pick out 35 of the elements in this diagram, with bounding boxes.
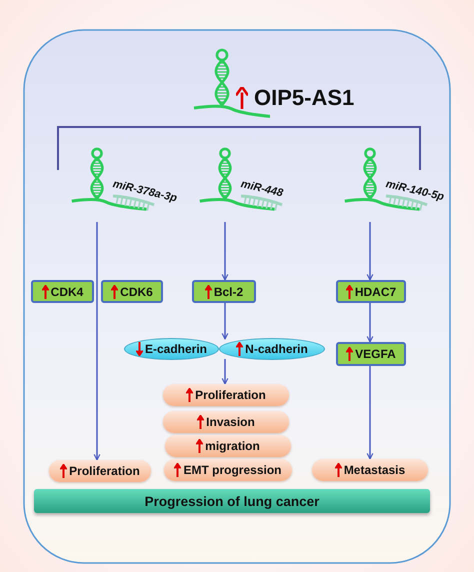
outcome-bar: [34, 489, 430, 513]
outcome-pill: [165, 435, 291, 457]
node-label: EMT progression: [183, 463, 282, 477]
gene-box: [336, 342, 406, 366]
node-label: N-cadherin: [245, 342, 308, 356]
node-label: CDK6: [120, 284, 153, 298]
node-label: VEGFA: [355, 347, 396, 361]
arrow: [222, 303, 228, 340]
gene-box: [101, 280, 163, 303]
gene-label: OIP5-AS1: [254, 85, 354, 111]
outcome-pill: [163, 411, 289, 433]
arrow: [94, 222, 100, 461]
node-label: E-cadherin: [144, 342, 207, 356]
arrow: [366, 366, 374, 460]
arrow: [366, 222, 374, 281]
node-label: Progression of lung cancer: [144, 494, 320, 508]
outcome-pill: [164, 459, 292, 481]
arrow: [222, 222, 228, 281]
node-label: Invasion: [206, 415, 255, 429]
arrow: [222, 359, 228, 385]
node-label: Proliferation: [69, 464, 140, 478]
gene-box: [336, 280, 406, 303]
node-label: Metastasis: [344, 463, 406, 477]
node-label: Proliferation: [195, 388, 266, 402]
outcome-pill: [312, 459, 428, 481]
node-label: HDAC7: [354, 284, 396, 298]
outcome-pill: [163, 384, 289, 406]
mirna-label: miR-448: [240, 178, 284, 200]
outcome-pill: [49, 460, 151, 482]
node-label: Bcl-2: [214, 284, 244, 298]
gene-box: [31, 280, 94, 303]
arrow: [366, 303, 374, 343]
node-label: CDK4: [50, 284, 84, 298]
gene-box: [192, 280, 256, 303]
node-label: migration: [205, 439, 260, 453]
